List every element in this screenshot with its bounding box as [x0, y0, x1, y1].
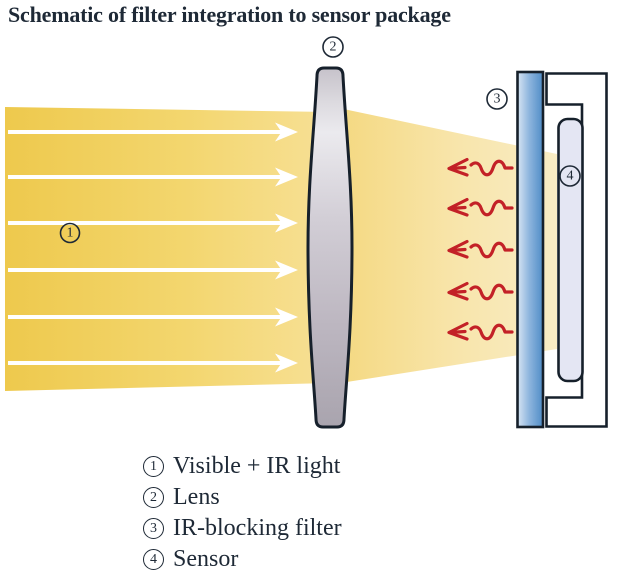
legend-label: IR-blocking filter: [173, 515, 342, 541]
marker-number: 1: [67, 226, 74, 241]
visible-light-arrow: [8, 213, 298, 233]
marker-visible-ir-light: 1: [59, 222, 81, 244]
legend-label: Lens: [173, 484, 220, 510]
ir-blocking-filter: [516, 70, 545, 429]
ir-reflection-arrow: [447, 239, 514, 259]
sensor: [557, 117, 584, 383]
visible-light-arrow: [8, 353, 298, 373]
legend-item-lens: 2 Lens: [143, 482, 342, 513]
legend-item-sensor: 4 Sensor: [143, 544, 342, 575]
marker-number: 2: [330, 40, 337, 55]
legend: 1 Visible + IR light 2 Lens 3 IR-blockin…: [143, 451, 342, 575]
marker-number: 3: [494, 92, 501, 107]
ir-reflection-arrow: [447, 157, 514, 177]
legend-item-visible-ir-light: 1 Visible + IR light: [143, 451, 342, 482]
sensor-package: [545, 72, 608, 428]
legend-label: Sensor: [173, 546, 239, 572]
visible-light-arrow: [8, 307, 298, 327]
visible-light-arrow: [8, 260, 298, 280]
lens: [306, 66, 354, 429]
visible-light-arrows: [8, 122, 298, 373]
ir-reflection-arrow: [447, 281, 514, 301]
legend-marker: 2: [143, 487, 164, 508]
legend-label: Visible + IR light: [173, 453, 341, 479]
legend-marker: 4: [143, 549, 164, 570]
figure-title: Schematic of filter integration to senso…: [8, 2, 451, 27]
converging-light-beam: [334, 107, 557, 384]
visible-light-arrow: [8, 167, 298, 187]
incoming-light-beam: [5, 107, 331, 391]
marker-number: 4: [567, 169, 574, 184]
marker-ir-blocking-filter: 3: [486, 88, 508, 110]
marker-lens: 2: [322, 36, 344, 58]
ir-reflection-arrow: [447, 197, 514, 217]
ir-reflection-arrows: [447, 157, 514, 341]
legend-marker: 3: [143, 518, 164, 539]
marker-sensor: 4: [559, 165, 581, 187]
legend-item-ir-blocking-filter: 3 IR-blocking filter: [143, 513, 342, 544]
ir-reflection-arrow: [447, 321, 514, 341]
visible-light-arrow: [8, 122, 298, 142]
legend-marker: 1: [143, 456, 164, 477]
